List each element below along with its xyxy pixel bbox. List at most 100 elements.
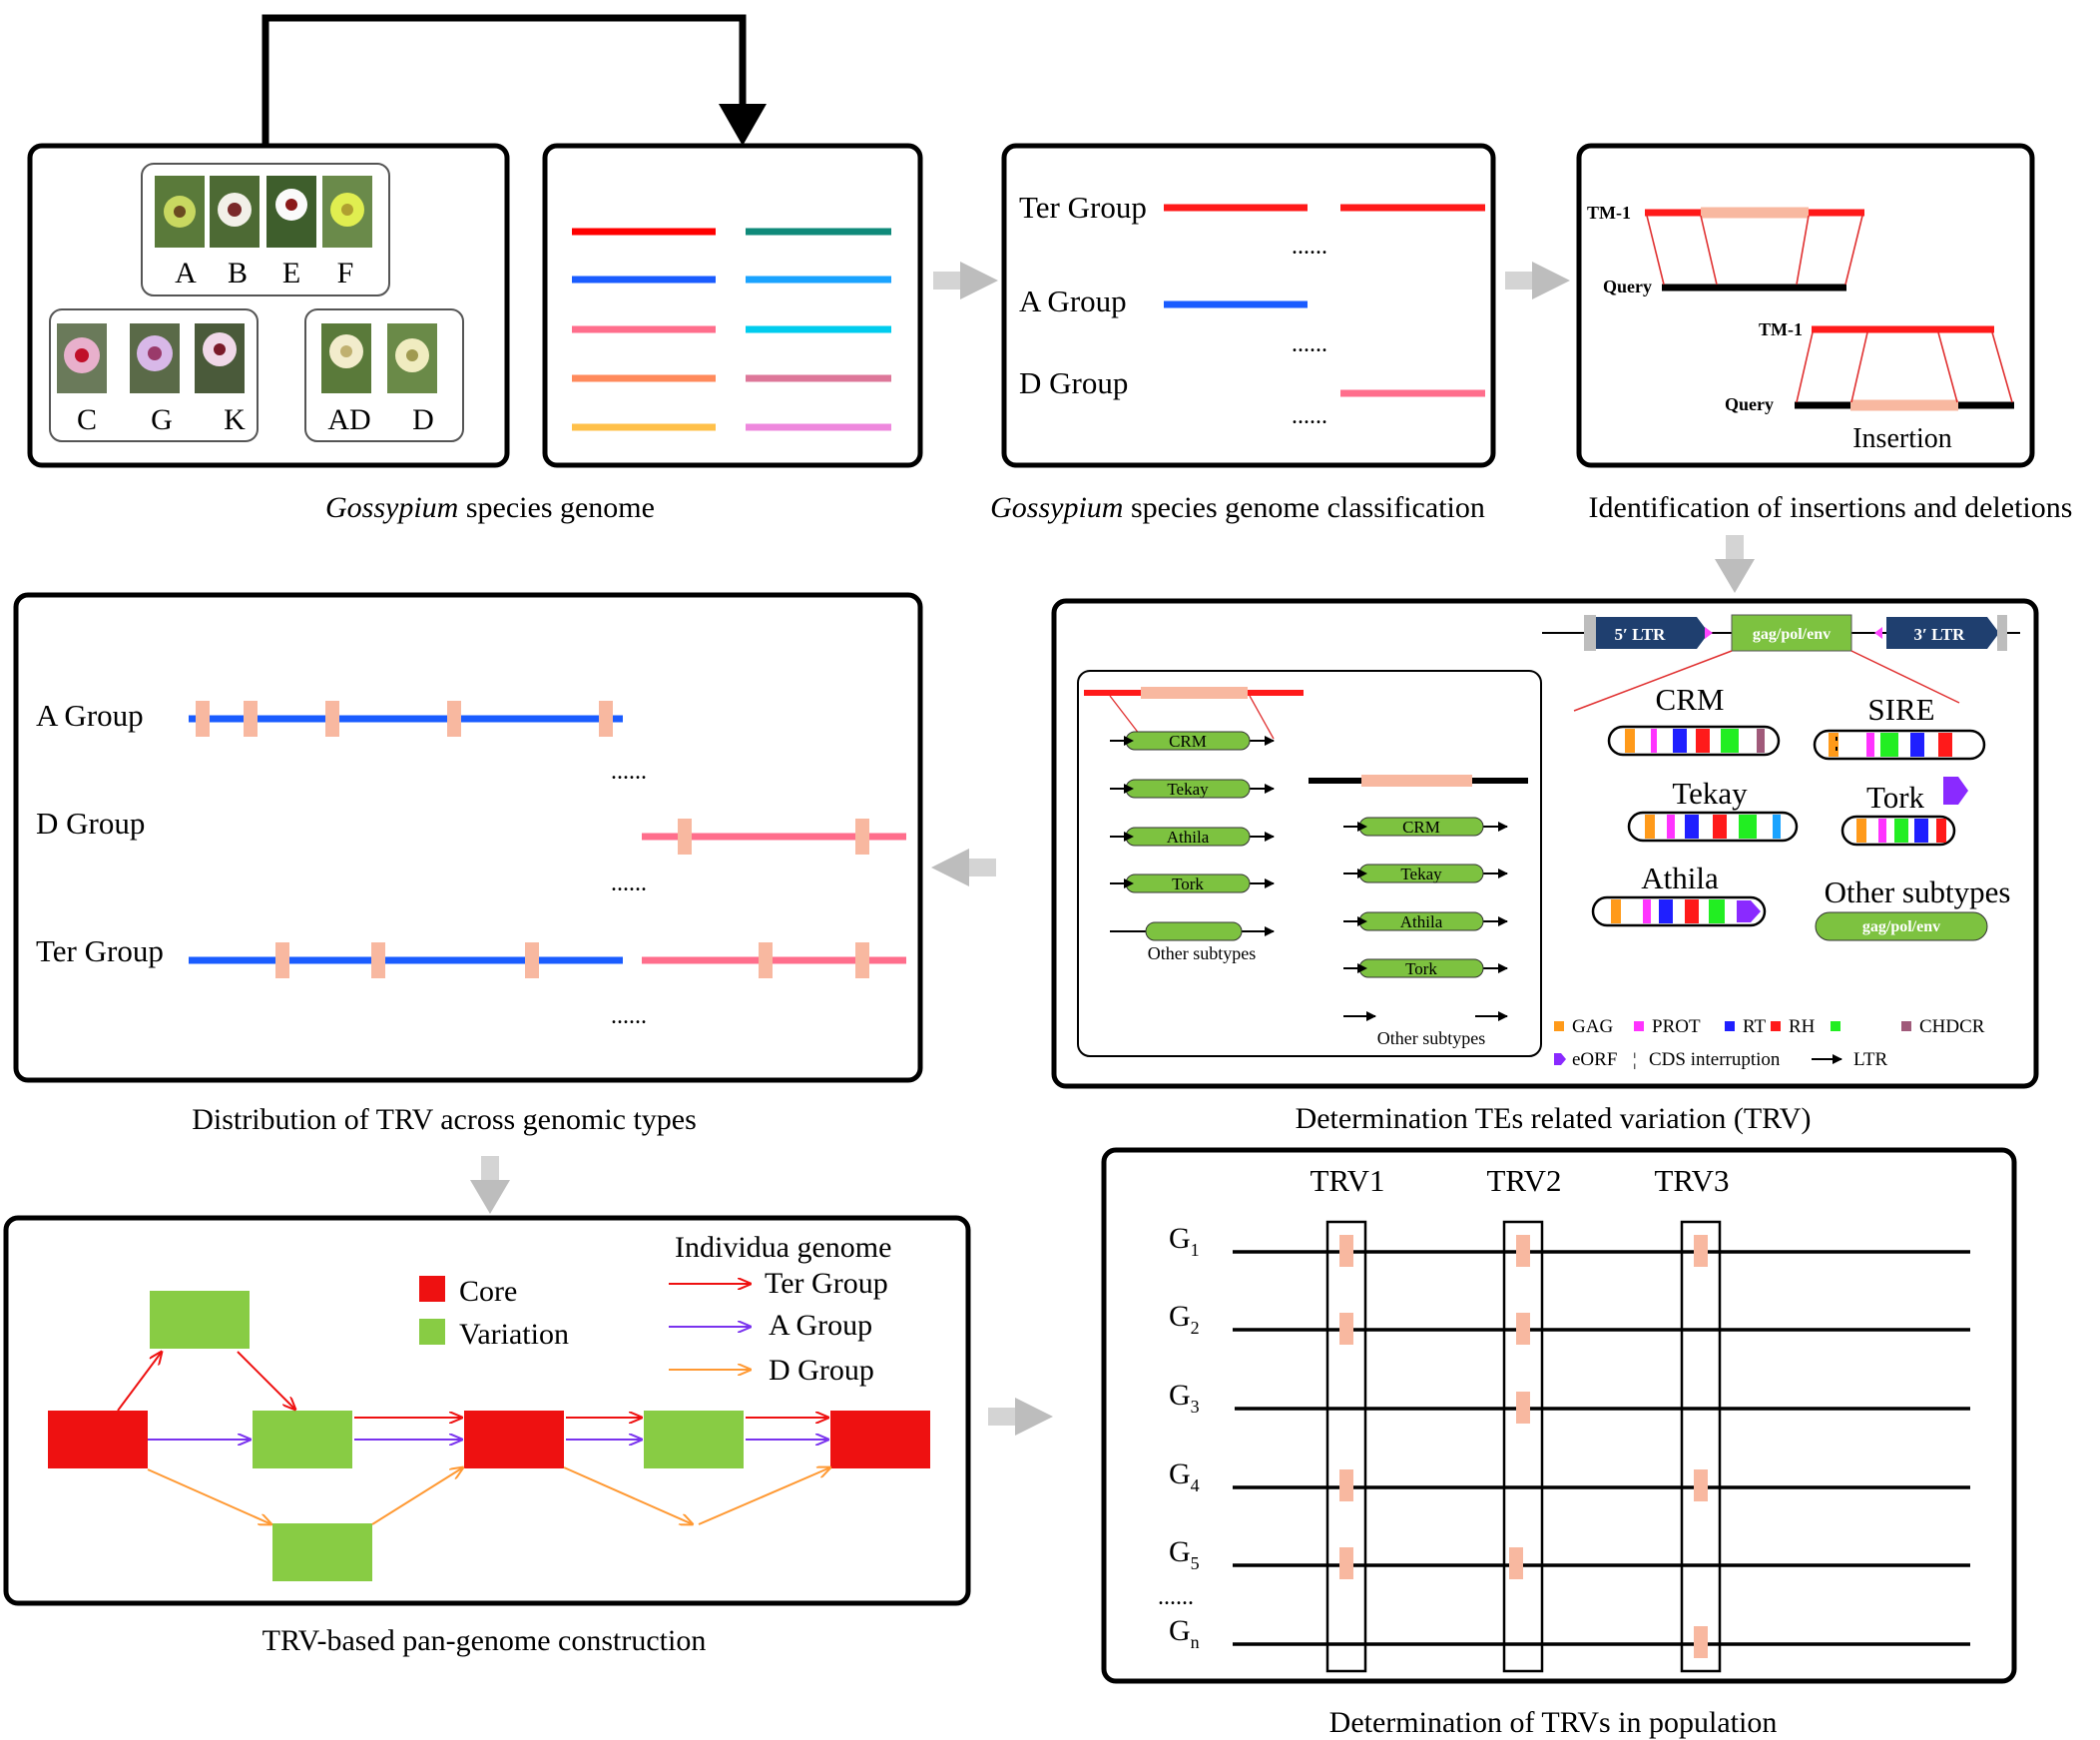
subtype-title-athila: Athila [1641, 861, 1719, 895]
node-variation-bottom [272, 1523, 372, 1581]
species-label-A: A [175, 257, 197, 290]
caption-classification: Gossypium species genome classification [990, 491, 1485, 524]
population-markers [1339, 1235, 1708, 1658]
flower-photo-K [195, 323, 245, 393]
left-capsule-label-1: CRM [1169, 732, 1207, 751]
panel-te-variation: 5′ LTR gag/pol/env 3′ LTR CRMTekayAthila… [1051, 598, 2039, 1135]
ltr5-box [1596, 617, 1709, 649]
legend-eorf: eORF [1572, 1049, 1617, 1070]
flower-photo-F [322, 176, 372, 248]
species-label-G: G [151, 403, 173, 436]
flower-photo-G [130, 323, 180, 393]
caption-trv-distribution: Distribution of TRV across genomic types [192, 1103, 697, 1136]
top-connector-arrow [262, 14, 767, 148]
genome-label-2: G2 [1169, 1300, 1200, 1338]
flower-photo-E [266, 176, 316, 248]
label-ter-group: Ter Group [1019, 190, 1147, 225]
species-label-D: D [412, 403, 434, 436]
gag-box [1731, 614, 1852, 652]
column-trv2: TRV2 [1486, 1163, 1561, 1198]
label-d-group: D Group [1019, 365, 1128, 400]
other-subtypes-right: Other subtypes [1377, 1028, 1485, 1048]
left-capsule-label-4: Tork [1172, 874, 1204, 893]
legend-variation: Variation [459, 1318, 569, 1351]
gray-arrow-down-2 [470, 1156, 510, 1214]
right-capsule-label-2: Tekay [1400, 865, 1442, 883]
ltr3-box [1886, 617, 1999, 649]
genome-line-set [572, 228, 891, 431]
subtype-title-crm: CRM [1656, 682, 1725, 717]
left-capsule-label-3: Athila [1167, 828, 1210, 847]
trv2-column-box [1502, 1220, 1544, 1673]
dist-ellipsis-3: ...... [611, 1003, 647, 1029]
legend-d: D Group [769, 1354, 874, 1387]
dist-ellipsis-2: ...... [611, 870, 647, 896]
subtype-capsules [1591, 725, 1986, 927]
ellipsis-2: ...... [1292, 331, 1327, 357]
right-capsule-label-1: CRM [1402, 818, 1440, 837]
legend-gag: GAG [1572, 1016, 1613, 1037]
trv1-column-box [1325, 1220, 1367, 1673]
genome-label-n: Gn [1169, 1614, 1200, 1652]
other-subtypes-left: Other subtypes [1148, 943, 1256, 963]
subtype-title-tekay: Tekay [1672, 776, 1748, 811]
genome-label-4: G4 [1169, 1457, 1200, 1495]
genome-label-1: G1 [1169, 1222, 1200, 1260]
step-arrows [470, 262, 1755, 1436]
legend-variation-swatch [419, 1319, 445, 1345]
legend-int-swatch [1831, 1021, 1840, 1031]
query-label-1: Query [1603, 277, 1652, 296]
species-label-C: C [77, 403, 97, 436]
dist-label-a: A Group [36, 698, 144, 733]
legend-rh: RH [1789, 1016, 1816, 1037]
gray-arrow-right-1 [933, 262, 998, 299]
ellipsis-1: ...... [1292, 234, 1327, 260]
legend-chdcr: CHDCR [1919, 1016, 1985, 1037]
column-trv3: TRV3 [1654, 1163, 1729, 1198]
node-core-1 [48, 1411, 148, 1468]
species-label-AD: AD [327, 403, 370, 436]
dist-label-ter: Ter Group [36, 933, 164, 968]
panel-trv-distribution: A Group D Group Ter Group ...... ...... … [13, 592, 923, 1136]
node-core-2 [464, 1411, 564, 1468]
legend-core-swatch [419, 1276, 445, 1302]
species-label-K: K [224, 403, 246, 436]
tm1-label-2: TM-1 [1759, 319, 1803, 339]
node-core-3 [830, 1411, 930, 1468]
population-ellipsis: ...... [1158, 1584, 1194, 1610]
gag-label: gag/pol/env [1753, 626, 1831, 643]
node-variation-top [150, 1291, 250, 1349]
legend-title: Individua genome [675, 1231, 891, 1264]
caption-insertions-deletions: Identification of insertions and deletio… [1589, 491, 2073, 524]
legend-core: Core [459, 1275, 517, 1308]
panel-genome-classification: Ter Group A Group D Group ...... ...... … [990, 143, 1496, 524]
caption-trv-population: Determination of TRVs in population [1329, 1706, 1778, 1739]
other-capsule [1815, 911, 1988, 941]
dist-label-d: D Group [36, 806, 145, 841]
tork-eorf-icon [1943, 777, 1968, 805]
label-a-group: A Group [1019, 284, 1127, 318]
subtype-title-tork: Tork [1866, 780, 1925, 815]
ltr5-label: 5′ LTR [1615, 625, 1667, 644]
panel-pan-genome: Core Variation Individua genome Ter Grou… [3, 1215, 971, 1657]
column-trv1: TRV1 [1310, 1163, 1384, 1198]
legend-ter: Ter Group [765, 1267, 888, 1300]
te-legend: GAG PROT RT RH CHDCR eORF ¦CDS interrupt… [1554, 1016, 1985, 1070]
pan-genome-graph [48, 1291, 930, 1581]
panel-genome-lines [542, 143, 923, 468]
insertion-label: Insertion [1852, 423, 1952, 454]
flower-photo-A [155, 176, 205, 248]
subtype-inner-box [1077, 670, 1542, 1057]
dist-ellipsis-1: ...... [611, 759, 647, 785]
gray-arrow-right-3 [988, 1398, 1053, 1436]
node-variation-right [644, 1411, 744, 1468]
legend-prot: PROT [1652, 1016, 1701, 1037]
caption-pan-genome: TRV-based pan-genome construction [262, 1624, 707, 1657]
other-capsule-label: gag/pol/env [1862, 918, 1940, 935]
panel-species-genome: A B E F C G K AD D Gossypium species gen… [27, 143, 655, 524]
panel-insertions-deletions: TM-1 Query TM-1 Query Insertion Identifi… [1576, 143, 2073, 524]
subtype-title-other: Other subtypes [1825, 874, 2011, 909]
species-label-F: F [337, 257, 354, 290]
